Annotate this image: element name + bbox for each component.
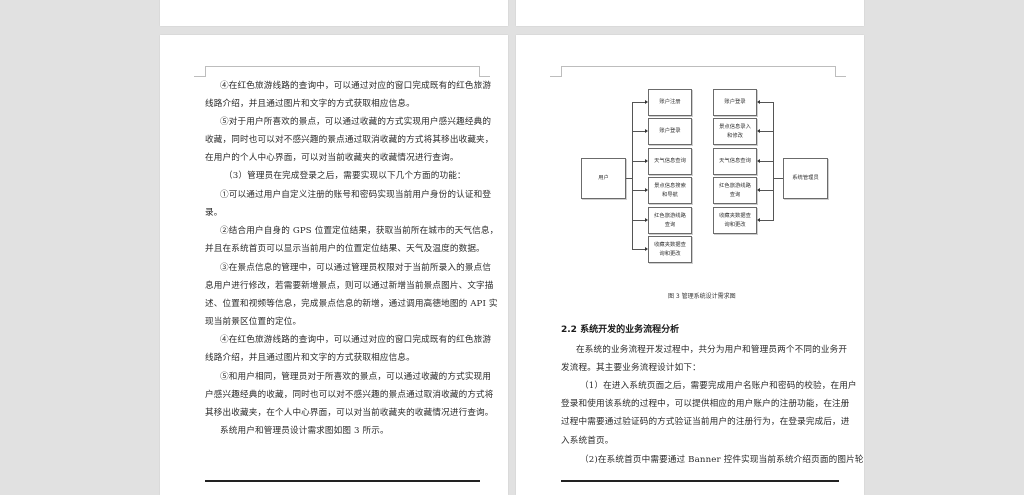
paragraph-line: 登录和使用该系统的过程中，可以提供相应的用户账户的注册功能，在注册 [561, 399, 850, 409]
connector [632, 131, 646, 132]
paragraph-line: 收藏，同时也可以对不感兴趣的景点通过取消收藏的方式将其移出收藏夹， [205, 135, 494, 145]
connector [626, 178, 632, 179]
header-rule [205, 66, 480, 77]
diagram-node-admin-function: 景点信息录入和修改 [713, 118, 757, 145]
paragraph-line: ④在红色旅游线路的查询中，可以通过对应的窗口完成既有的红色旅游 [220, 81, 492, 91]
connector [760, 102, 773, 103]
paragraph-line: 录。 [205, 208, 223, 218]
arrow-icon [757, 129, 760, 133]
paragraph-line: ⑤对于用户所喜欢的景点，可以通过收藏的方式实现用户感兴趣经典的 [220, 117, 492, 127]
connector [760, 190, 773, 191]
diagram-node-admin-function: 红色旅游线路查询 [713, 177, 757, 204]
paragraph-line: ⑤和用户相同，管理员对于所喜欢的景点，可以通过收藏的方式实现用 [220, 372, 492, 382]
diagram-node-user: 用户 [581, 158, 626, 199]
arrow-icon [757, 100, 760, 104]
diagram-node-user-function: 红色旅游线路查询 [648, 207, 692, 234]
paragraph-line: ①可以通过用户自定义注册的账号和密码实现当前用户身份的认证和登 [220, 190, 492, 200]
connector [632, 220, 646, 221]
connector [632, 190, 646, 191]
arrow-icon [757, 218, 760, 222]
previous-page-right [516, 0, 864, 26]
connector [760, 161, 773, 162]
connector [760, 131, 773, 132]
previous-page-left [160, 0, 508, 26]
document-page-right: 用户 账户注册 账户登录 天气信息查询 景点信息搜索和导航 红色旅游线路查询 收… [516, 35, 864, 495]
paragraph-line: （3）管理员在完成登录之后，需要实现以下几个方面的功能： [224, 171, 466, 181]
header-crop-mark [479, 76, 490, 77]
connector [632, 161, 646, 162]
diagram-node-admin-function: 天气信息查询 [713, 148, 757, 175]
diagram-node-user-function: 账户登录 [648, 118, 692, 145]
paragraph-line: 过程中需要通过验证码的方式验证当前用户的注册行为，在登录完成后，进 [561, 417, 850, 427]
paragraph-line: 线路介绍，并且通过图片和文字的方式获取相应信息。 [205, 353, 415, 363]
arrow-icon [645, 218, 648, 222]
footer-rule [561, 480, 839, 482]
connector [632, 102, 646, 103]
section-heading: 2.2 系统开发的业务流程分析 [561, 325, 680, 335]
connector [773, 102, 774, 221]
paragraph-line: 现当前景区位置的定位。 [205, 317, 302, 327]
diagram-node-user-function: 景点信息搜索和导航 [648, 177, 692, 204]
arrow-icon [645, 247, 648, 251]
paragraph-line: 户感兴趣经典的收藏，同时也可以对不感兴趣的景点通过取消收藏的方式将 [205, 390, 494, 400]
diagram-node-admin-function: 账户登录 [713, 89, 757, 116]
paragraph-line: 其移出收藏夹，在个人中心界面，可以对当前收藏夹的收藏情况进行查询。 [205, 408, 494, 418]
arrow-icon [645, 100, 648, 104]
header-crop-mark [194, 76, 205, 77]
arrow-icon [645, 159, 648, 163]
header-crop-mark [550, 76, 561, 77]
figure-caption: 图 3 管理系统设计需求图 [668, 293, 736, 300]
paragraph-line: 发流程。其主要业务流程设计如下： [561, 363, 701, 373]
connector [760, 220, 773, 221]
arrow-icon [757, 188, 760, 192]
paragraph-line: ②结合用户自身的 GPS 位置定位结果，获取当前所在城市的天气信息， [220, 226, 499, 236]
paragraph-line: 线路介绍，并且通过图片和文字的方式获取相应信息。 [205, 99, 415, 109]
paragraph-line: 系统用户和管理员设计需求图如图 3 所示。 [220, 426, 389, 436]
arrow-icon [757, 159, 760, 163]
paragraph-line: （1）在进入系统页面之后，需要完成用户名账户和密码的校验，在用户 [580, 381, 857, 391]
header-rule [561, 66, 836, 77]
arrow-icon [645, 129, 648, 133]
paragraph-line: ④在红色旅游线路的查询中，可以通过对应的窗口完成既有的红色旅游 [220, 335, 492, 345]
paragraph-line: （2)在系统首页中需要通过 Banner 控件实现当前系统介绍页面的图片轮 [580, 455, 864, 465]
paragraph-line: 入系统首页。 [561, 436, 614, 446]
paragraph-line: 并且在系统首页可以显示当前用户的位置定位结果、天气及温度的数据。 [205, 244, 485, 254]
connector [632, 102, 633, 249]
diagram-node-user-function: 账户注册 [648, 89, 692, 116]
diagram-node-user-function: 天气信息查询 [648, 148, 692, 175]
paragraph-line: 息用户进行修改，若需要新增景点，则可以通过新增当前景点图片、文字描 [205, 281, 494, 291]
document-page-left: ④在红色旅游线路的查询中，可以通过对应的窗口完成既有的红色旅游 线路介绍，并且通… [160, 35, 508, 495]
diagram-node-user-function: 收藏夹数据查询和更改 [648, 236, 692, 263]
paragraph-line: 在系统的业务流程开发过程中，共分为用户和管理员两个不同的业务开 [576, 345, 848, 355]
arrow-icon [645, 188, 648, 192]
diagram-node-admin: 系统管理员 [783, 158, 828, 199]
paragraph-line: 述、位置和视频等信息，完成景点信息的新增，通过调用高德地图的 API 实 [205, 299, 498, 309]
diagram-node-admin-function: 收藏夹数据查询和更改 [713, 207, 757, 234]
footer-rule [205, 480, 480, 482]
header-crop-mark [835, 76, 846, 77]
paragraph-line: 在用户的个人中心界面，可以对当前收藏夹的收藏情况进行查询。 [205, 153, 459, 163]
connector [773, 178, 783, 179]
connector [632, 249, 646, 250]
paragraph-line: ③在景点信息的管理中，可以通过管理员权限对于当前所录入的景点信 [220, 263, 492, 273]
